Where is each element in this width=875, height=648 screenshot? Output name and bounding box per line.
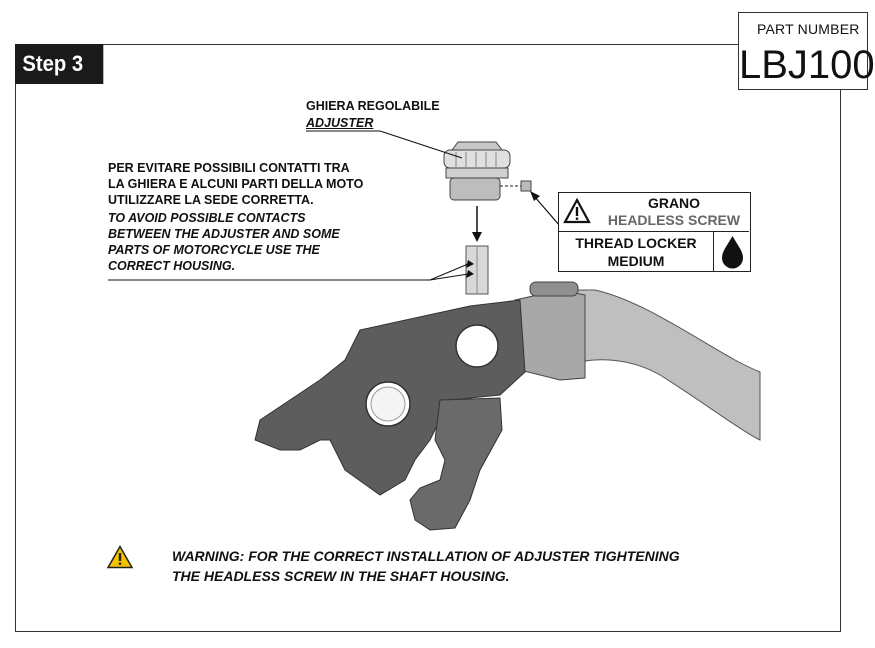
warning-prefix: WARNING:	[172, 548, 245, 564]
headless-screw	[500, 180, 532, 192]
adjuster-label-it: GHIERA REGOLABILE	[306, 99, 440, 113]
warning-line-2: THE HEADLESS SCREW IN THE SHAFT HOUSING.	[172, 568, 510, 584]
headless-screw-info-box: GRANO HEADLESS SCREW THREAD LOCKER MEDIU…	[558, 192, 751, 272]
note-it-line-3: UTILIZZARE LA SEDE CORRETTA.	[108, 193, 314, 207]
lever-claw	[409, 397, 503, 531]
note-en-line-4: CORRECT HOUSING.	[108, 259, 236, 273]
grano-title-row: GRANO HEADLESS SCREW	[559, 193, 749, 232]
drop-cell	[713, 231, 751, 271]
adjuster-knob	[443, 141, 511, 201]
pivot-block	[514, 289, 586, 381]
grano-title-it: GRANO	[647, 195, 701, 211]
thread-locker-line-2: MEDIUM	[607, 253, 665, 269]
adjuster-label-en-text: ADJUSTER	[306, 116, 374, 130]
diagram-frame	[15, 44, 841, 632]
note-en-line-3: PARTS OF MOTORCYCLE USE THE	[108, 243, 320, 257]
part-number-label: PART NUMBER	[757, 21, 860, 37]
note-en-line-1: TO AVOID POSSIBLE CONTACTS	[108, 211, 306, 225]
step-label: Step 3	[15, 44, 104, 84]
warning-icon	[563, 197, 591, 224]
warning-line-1-rest: FOR THE CORRECT INSTALLATION OF ADJUSTER…	[244, 548, 680, 564]
note-en-line-2: BETWEEN THE ADJUSTER AND SOME	[108, 227, 340, 241]
drop-icon	[722, 236, 743, 269]
pivot-top	[529, 281, 579, 297]
warning-line-1: WARNING: FOR THE CORRECT INSTALLATION OF…	[172, 546, 680, 566]
grano-title-en: HEADLESS SCREW	[607, 212, 741, 228]
part-number-box: PART NUMBER LBJ100	[738, 12, 875, 90]
warning-triangle-icon	[106, 544, 134, 569]
part-number-value: LBJ100	[739, 43, 875, 87]
thread-locker-line-1: THREAD LOCKER	[575, 235, 697, 251]
note-it-line-2: LA GHIERA E ALCUNI PARTI DELLA MOTO	[108, 177, 364, 191]
adjuster-label-en: ADJUSTER	[306, 115, 373, 131]
pivot-hole	[455, 324, 499, 368]
warning-text: WARNING: FOR THE CORRECT INSTALLATION OF…	[172, 546, 680, 586]
note-it-line-1: PER EVITARE POSSIBILI CONTATTI TRA	[108, 161, 350, 175]
lever-arm	[559, 289, 761, 441]
thread-locker-label: THREAD LOCKER MEDIUM	[561, 234, 711, 270]
